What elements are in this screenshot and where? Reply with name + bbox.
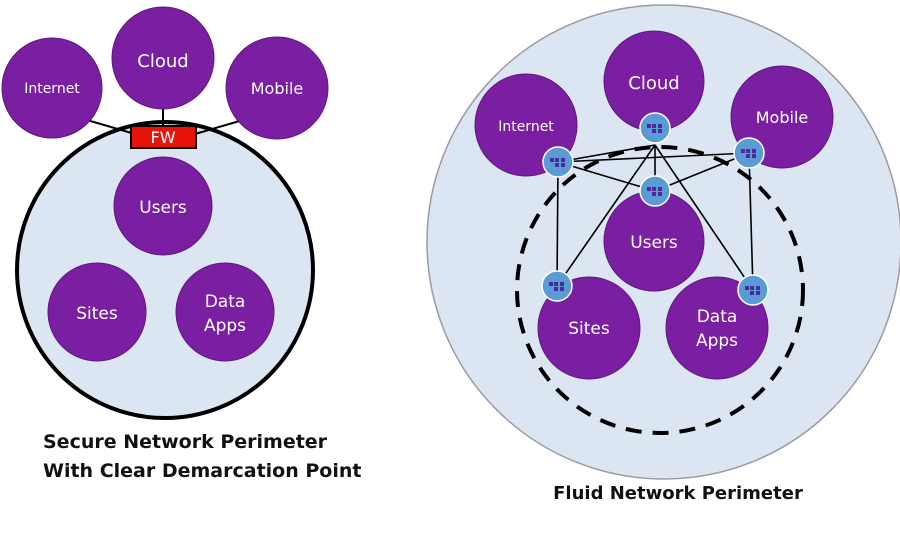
mobile-label: Mobile	[251, 79, 303, 98]
secure-perimeter-panel: Internet Cloud Mobile FW Users Sites Dat…	[1, 6, 361, 482]
network-sensor-icon	[741, 149, 756, 158]
sensor-data-apps	[737, 274, 769, 306]
fluid-perimeter-caption: Fluid Network Perimeter	[553, 483, 803, 504]
fluid-data-apps-node	[665, 276, 769, 380]
sensor-mobile	[733, 137, 765, 169]
fluid-internet-label: Internet	[498, 119, 554, 135]
network-sensor-icon	[549, 282, 564, 291]
firewall-label: FW	[150, 128, 175, 147]
network-sensor-icon	[745, 286, 760, 295]
users-node	[113, 156, 213, 256]
cloud-label: Cloud	[137, 51, 188, 72]
secure-perimeter-caption-line2: With Clear Demarcation Point	[43, 460, 361, 482]
network-sensor-icon	[647, 187, 662, 196]
mesh-links	[556, 144, 754, 291]
internet-label: Internet	[24, 81, 80, 97]
secure-perimeter-caption-line1: Secure Network Perimeter	[43, 431, 328, 453]
fluid-sites-label: Sites	[568, 319, 610, 339]
cloud-node	[111, 6, 215, 110]
fluid-dashed-perimeter	[515, 145, 805, 435]
fluid-data-apps-label-line1: Data	[697, 307, 738, 327]
sites-label: Sites	[76, 304, 118, 324]
sensor-sites	[541, 270, 573, 302]
network-sensor-icon	[647, 124, 662, 133]
network-sensor-icon	[550, 158, 565, 167]
internet-node	[1, 37, 103, 139]
mobile-fw-link	[194, 119, 244, 135]
data-apps-label-line1: Data	[205, 292, 246, 312]
sites-node	[47, 262, 147, 362]
fluid-users-label: Users	[630, 233, 678, 253]
fluid-data-apps-label-line2: Apps	[696, 331, 738, 351]
fluid-perimeter-panel: Cloud Internet Mobile Users Sites Data A…	[426, 4, 900, 504]
firewall-box	[130, 125, 197, 149]
fluid-mobile-label: Mobile	[756, 108, 808, 127]
fluid-cloud-label: Cloud	[628, 73, 679, 94]
mobile-node	[225, 36, 329, 140]
sensor-cloud	[639, 112, 671, 144]
fluid-sites-node	[537, 276, 641, 380]
sensor-internet	[542, 146, 574, 178]
data-apps-node	[175, 262, 275, 362]
data-apps-label-line2: Apps	[204, 316, 246, 336]
users-label: Users	[139, 198, 187, 218]
sensor-users	[639, 175, 671, 207]
